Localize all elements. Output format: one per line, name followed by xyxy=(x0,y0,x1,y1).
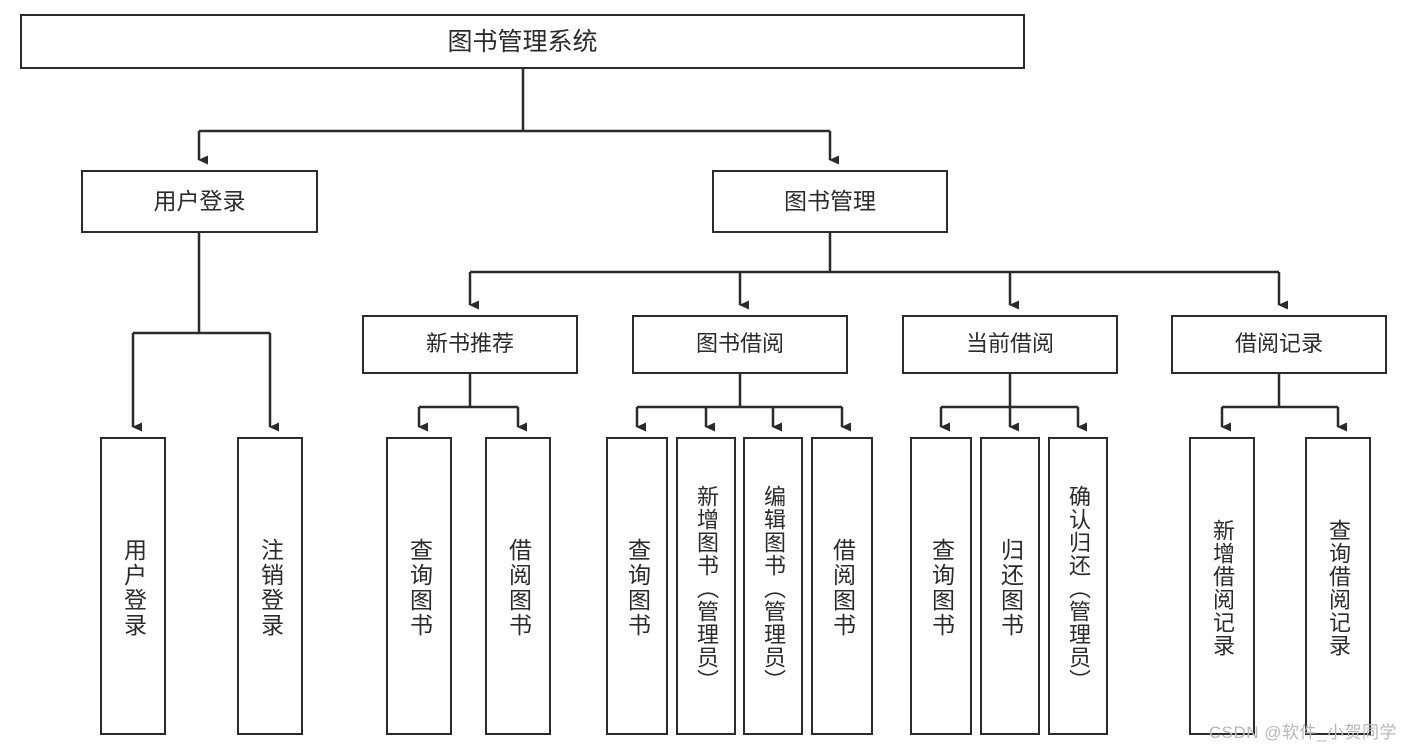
leaf-label: 确认归还（管理员） xyxy=(1066,484,1091,692)
leaf-query-book-current[interactable]: 查询图书 xyxy=(910,437,972,735)
leaf-query-book-recommend[interactable]: 查询图书 xyxy=(386,437,452,735)
leaf-logout[interactable]: 注销登录 xyxy=(237,437,303,735)
node-book-management[interactable]: 图书管理 xyxy=(712,170,948,233)
leaf-user-login[interactable]: 用户登录 xyxy=(100,437,166,735)
node-new-book-recommend[interactable]: 新书推荐 xyxy=(362,315,578,374)
leaf-label: 归还图书 xyxy=(997,538,1024,638)
leaf-label: 借阅图书 xyxy=(505,538,532,638)
leaf-edit-book-admin[interactable]: 编辑图书（管理员） xyxy=(743,437,803,735)
node-label: 当前借阅 xyxy=(965,331,1054,357)
leaf-return-book[interactable]: 归还图书 xyxy=(980,437,1040,735)
leaf-add-book-admin[interactable]: 新增图书（管理员） xyxy=(676,437,736,735)
node-borrow-records[interactable]: 借阅记录 xyxy=(1171,315,1387,374)
leaf-label: 查询图书 xyxy=(928,538,955,638)
node-user-login[interactable]: 用户登录 xyxy=(81,170,318,233)
leaf-label: 编辑图书（管理员） xyxy=(761,484,786,692)
leaf-add-borrow-record[interactable]: 新增借阅记录 xyxy=(1189,437,1255,735)
leaf-label: 用户登录 xyxy=(120,538,147,638)
node-label: 新书推荐 xyxy=(425,331,514,357)
node-label: 图书借阅 xyxy=(695,331,784,357)
leaf-label: 新增图书（管理员） xyxy=(694,484,719,692)
leaf-label: 注销登录 xyxy=(257,538,284,638)
leaf-label: 查询图书 xyxy=(406,538,433,638)
node-book-borrow[interactable]: 图书借阅 xyxy=(632,315,848,374)
node-label: 借阅记录 xyxy=(1234,331,1323,357)
leaf-label: 新增借阅记录 xyxy=(1210,519,1235,657)
node-current-borrow[interactable]: 当前借阅 xyxy=(902,315,1118,374)
leaf-label: 查询借阅记录 xyxy=(1326,519,1351,657)
leaf-borrow-book-recommend[interactable]: 借阅图书 xyxy=(485,437,551,735)
node-label: 图书管理系统 xyxy=(447,27,598,56)
leaf-query-borrow-record[interactable]: 查询借阅记录 xyxy=(1305,437,1371,735)
leaf-label: 查询图书 xyxy=(624,538,651,638)
leaf-query-book-borrow[interactable]: 查询图书 xyxy=(606,437,668,735)
node-label: 图书管理 xyxy=(784,187,876,214)
node-book-management-system[interactable]: 图书管理系统 xyxy=(20,14,1025,69)
leaf-confirm-return-admin[interactable]: 确认归还（管理员） xyxy=(1048,437,1108,735)
leaf-borrow-book[interactable]: 借阅图书 xyxy=(811,437,873,735)
node-label: 用户登录 xyxy=(153,187,246,214)
leaf-label: 借阅图书 xyxy=(829,538,856,638)
